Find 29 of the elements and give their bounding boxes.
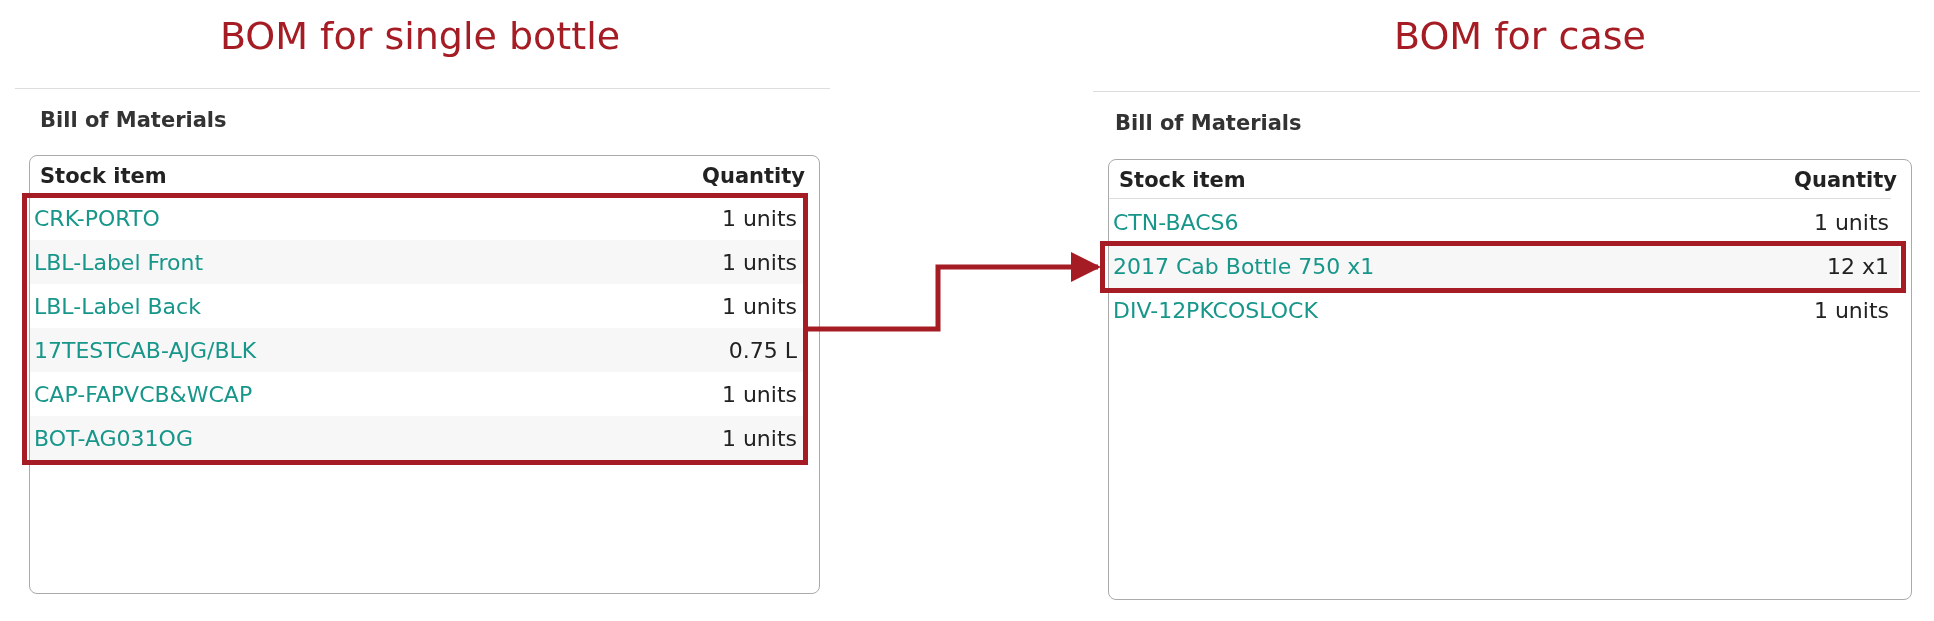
column-header: Quantity [702,164,805,188]
stock-item-link: DIV-12PKCOSLOCK [1113,297,1318,323]
quantity-text: 0.75 L [728,337,797,363]
column-header: Stock item [1119,168,1246,192]
quantity-text: 1 units [721,293,797,319]
quantity-text: 1 units [721,381,797,407]
highlight-frame [22,193,808,465]
panel-title: BOM for case [1394,14,1646,58]
stock-item-link: CRK-PORTO [34,205,160,231]
quantity-text: 1 units [1813,209,1889,235]
quantity-text: 1 units [1813,297,1889,323]
section-heading: Bill of Materials [1115,111,1302,135]
stock-item-link: 17TESTCAB-AJG/BLK [34,337,257,363]
column-header: Quantity [1794,168,1897,192]
stock-item-link: BOT-AG031OG [34,425,193,451]
panel-title: BOM for single bottle [219,14,621,58]
quantity-text: 1 units [721,249,797,275]
quantity-text: 12 x1 [1827,253,1889,279]
stock-item-link: CAP-FAPVCB&WCAP [34,381,253,407]
stock-item-link: CTN-BACS6 [1113,209,1239,235]
section-heading: Bill of Materials [40,108,227,132]
quantity-text: 1 units [721,205,797,231]
stock-item-link: LBL-Label Front [34,249,204,275]
column-header: Stock item [40,164,167,188]
stock-item-link: LBL-Label Back [34,293,201,319]
stock-item-link: 2017 Cab Bottle 750 x1 [1113,253,1375,279]
quantity-text: 1 units [721,425,797,451]
arrow [808,252,1101,332]
highlight-frame [1100,241,1906,293]
